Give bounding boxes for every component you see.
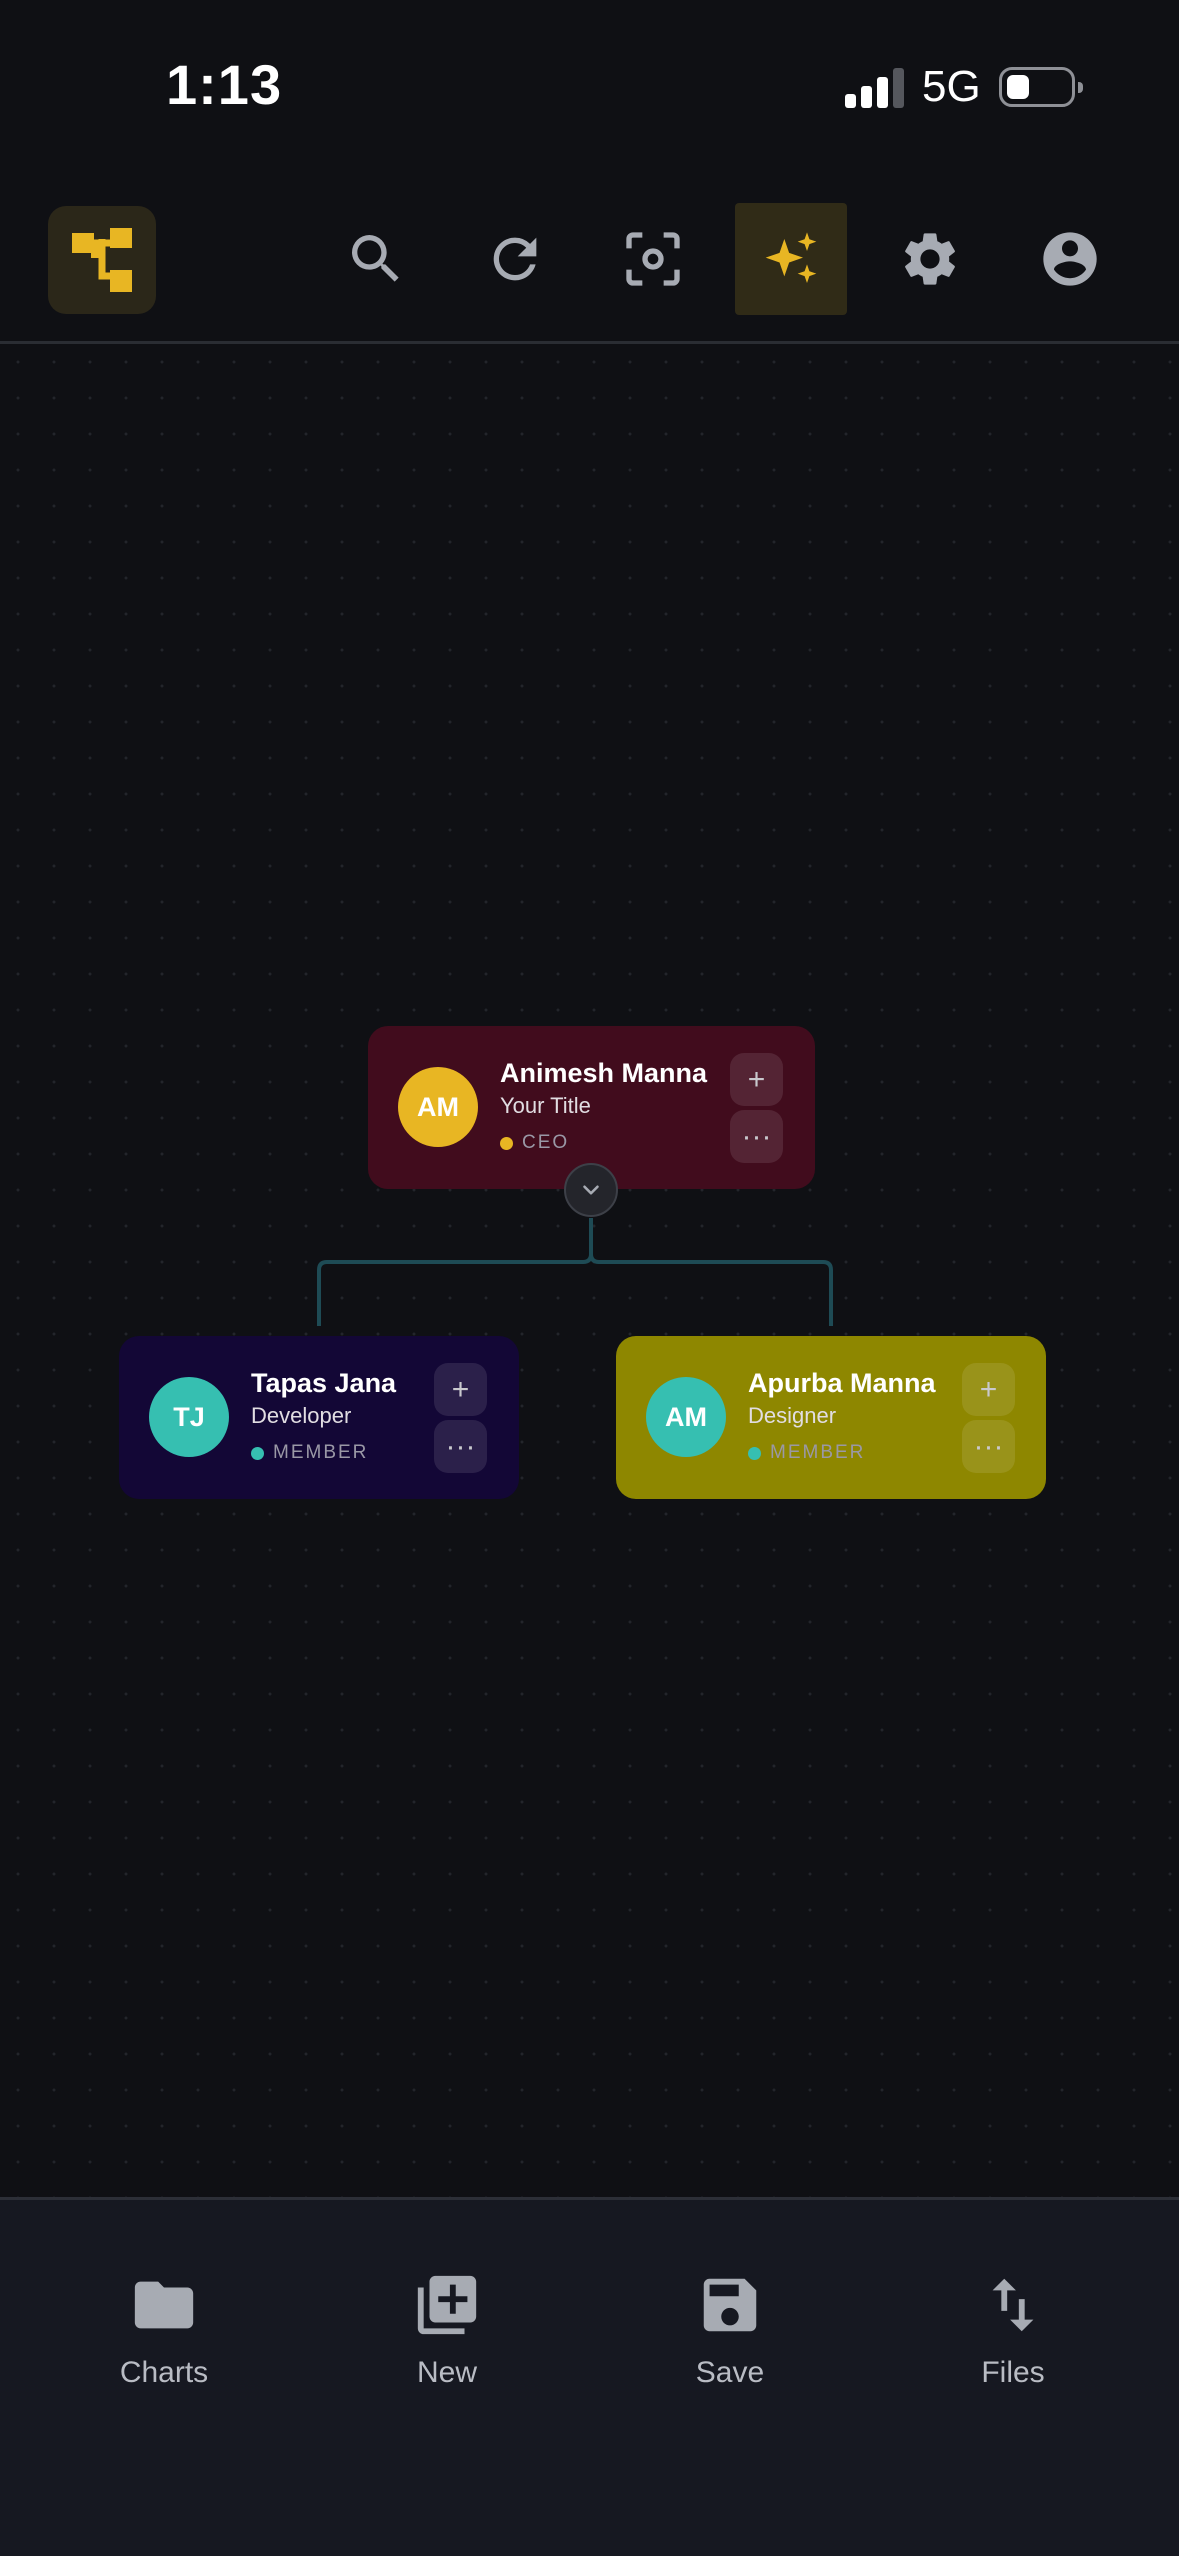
status-bar: 1:13 5G [0,0,1179,175]
collapse-children-button[interactable] [564,1163,618,1217]
more-options-button[interactable]: ··· [962,1420,1015,1473]
import-export-icon [992,2278,1034,2332]
role-label: CEO [522,1132,570,1153]
network-type: 5G [922,62,981,111]
connector-line [589,1218,833,1326]
more-options-button[interactable]: ··· [434,1420,487,1473]
bottom-navigation: Charts New Save Files [0,2197,1179,2556]
node-title: Your Title [500,1093,591,1118]
battery-icon [999,67,1083,107]
save-icon [703,2278,757,2332]
top-toolbar [0,175,1179,344]
account-button[interactable] [1014,203,1126,315]
nav-label: Files [981,2356,1045,2389]
node-name: Tapas Jana [251,1368,397,1398]
chart-canvas[interactable]: AM Animesh Manna Your Title CEO + ··· TJ… [0,344,1179,2197]
sparkles-icon [765,232,817,283]
connector-line [317,1218,593,1326]
nav-files[interactable]: Files [913,2270,1113,2390]
node-role: MEMBER [748,1442,865,1464]
add-child-button[interactable]: + [730,1053,783,1106]
nav-label: New [416,2356,477,2389]
add-child-button[interactable]: + [434,1363,487,1416]
avatar: AM [646,1377,726,1457]
more-options-button[interactable]: ··· [730,1110,783,1163]
ai-generate-button[interactable] [735,203,847,315]
account-icon [1043,232,1097,286]
fit-view-button[interactable] [597,203,709,315]
add-child-button[interactable]: + [962,1363,1015,1416]
cellular-signal-icon [845,66,905,108]
node-name: Apurba Manna [748,1368,936,1398]
status-dot [500,1136,513,1150]
nav-label: Save [695,2356,765,2389]
status-time: 1:13 [166,53,283,116]
avatar: AM [398,1067,478,1147]
org-connectors [317,1218,833,1326]
org-node-child[interactable]: TJ Tapas Jana Developer MEMBER + ··· [119,1336,519,1499]
search-button[interactable] [320,203,432,315]
org-node-root[interactable]: AM Animesh Manna Your Title CEO + ··· [368,1026,815,1189]
node-role: CEO [500,1132,569,1154]
avatar: TJ [149,1377,229,1457]
node-title: Designer [748,1403,837,1428]
nav-save[interactable]: Save [630,2270,830,2390]
nav-new[interactable]: New [347,2270,547,2390]
chevron-down-icon [583,1185,599,1195]
role-label: MEMBER [770,1442,866,1463]
role-label: MEMBER [273,1442,369,1463]
org-node-child[interactable]: AM Apurba Manna Designer MEMBER + ··· [616,1336,1046,1499]
settings-button[interactable] [874,203,986,315]
gear-icon [905,233,955,285]
org-chart-logo-icon[interactable] [48,206,156,314]
node-name: Animesh Manna [500,1058,708,1088]
add-library-icon [417,2275,477,2335]
node-role: MEMBER [251,1442,368,1464]
refresh-button[interactable] [459,203,571,315]
status-dot [251,1446,264,1460]
focus-icon [626,232,680,286]
folder-icon [134,2281,194,2329]
node-title: Developer [251,1403,352,1428]
nav-charts[interactable]: Charts [64,2270,264,2390]
search-icon [352,235,399,282]
refresh-icon [493,237,537,281]
nav-label: Charts [119,2356,209,2389]
status-dot [748,1446,761,1460]
